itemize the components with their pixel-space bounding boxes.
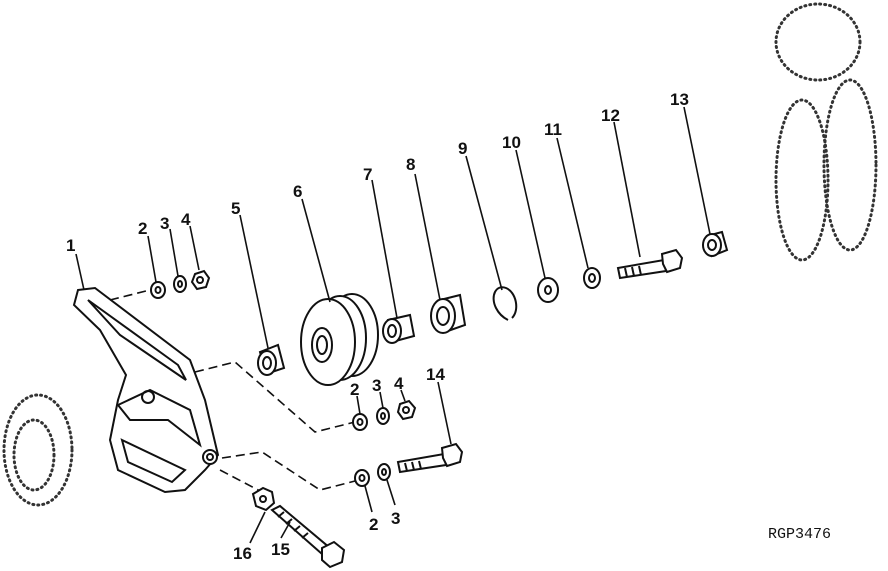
- callout-labels: 1 2 3 4 5 6 7 8 9 10 11 12 13 2 3 4 14 2…: [66, 90, 689, 563]
- part-12-bolt: [616, 248, 684, 280]
- callout-2-lower: 2: [369, 515, 378, 534]
- part-2-washer-middle: [352, 413, 368, 431]
- background-belt-right: [774, 2, 878, 262]
- part-4-nut-middle: [396, 399, 417, 421]
- callout-8: 8: [406, 155, 415, 174]
- callout-3-upper: 3: [160, 214, 169, 233]
- callout-9: 9: [458, 139, 467, 158]
- callout-11: 11: [544, 120, 562, 139]
- part-8-bearing: [430, 293, 467, 334]
- callout-7: 7: [363, 165, 372, 184]
- alignment-lines: [109, 289, 356, 493]
- part-9-snap-ring: [492, 286, 518, 321]
- callout-13: 13: [670, 90, 689, 109]
- callout-6: 6: [293, 182, 302, 201]
- callout-12: 12: [601, 106, 620, 125]
- callout-3-middle: 3: [372, 376, 381, 395]
- callout-3-lower: 3: [391, 509, 400, 528]
- callout-5: 5: [231, 199, 240, 218]
- part-11-washer: [583, 267, 601, 289]
- part-2-washer-upper: [150, 281, 166, 299]
- background-pulley-left: [2, 393, 74, 507]
- callout-2-middle: 2: [350, 380, 359, 399]
- callout-16: 16: [233, 544, 252, 563]
- callout-14: 14: [426, 365, 445, 384]
- callout-4-upper: 4: [181, 210, 191, 229]
- part-3-lockwasher-upper: [173, 275, 187, 293]
- part-7-hub: [382, 313, 416, 344]
- part-3-lockwasher-middle: [376, 407, 390, 425]
- part-15-bolt: [270, 504, 346, 569]
- part-6-pulley: [300, 293, 379, 386]
- figure-code: RGP3476: [768, 526, 831, 543]
- part-10-washer: [537, 277, 559, 303]
- leader-lines: [75, 106, 711, 544]
- part-1-bracket: [72, 286, 220, 494]
- callout-4-middle: 4: [394, 374, 404, 393]
- callout-10: 10: [502, 133, 521, 152]
- part-13-spacer: [702, 230, 729, 258]
- part-4-nut-upper: [190, 269, 211, 291]
- part-5-spacer: [257, 343, 286, 376]
- part-2-washer-lower: [354, 469, 370, 487]
- part-3-lockwasher-lower: [377, 463, 391, 481]
- part-16-nut: [251, 486, 276, 512]
- callout-15: 15: [271, 540, 290, 559]
- part-14-bolt: [396, 442, 464, 474]
- callout-2-upper: 2: [138, 219, 147, 238]
- callout-1: 1: [66, 236, 75, 255]
